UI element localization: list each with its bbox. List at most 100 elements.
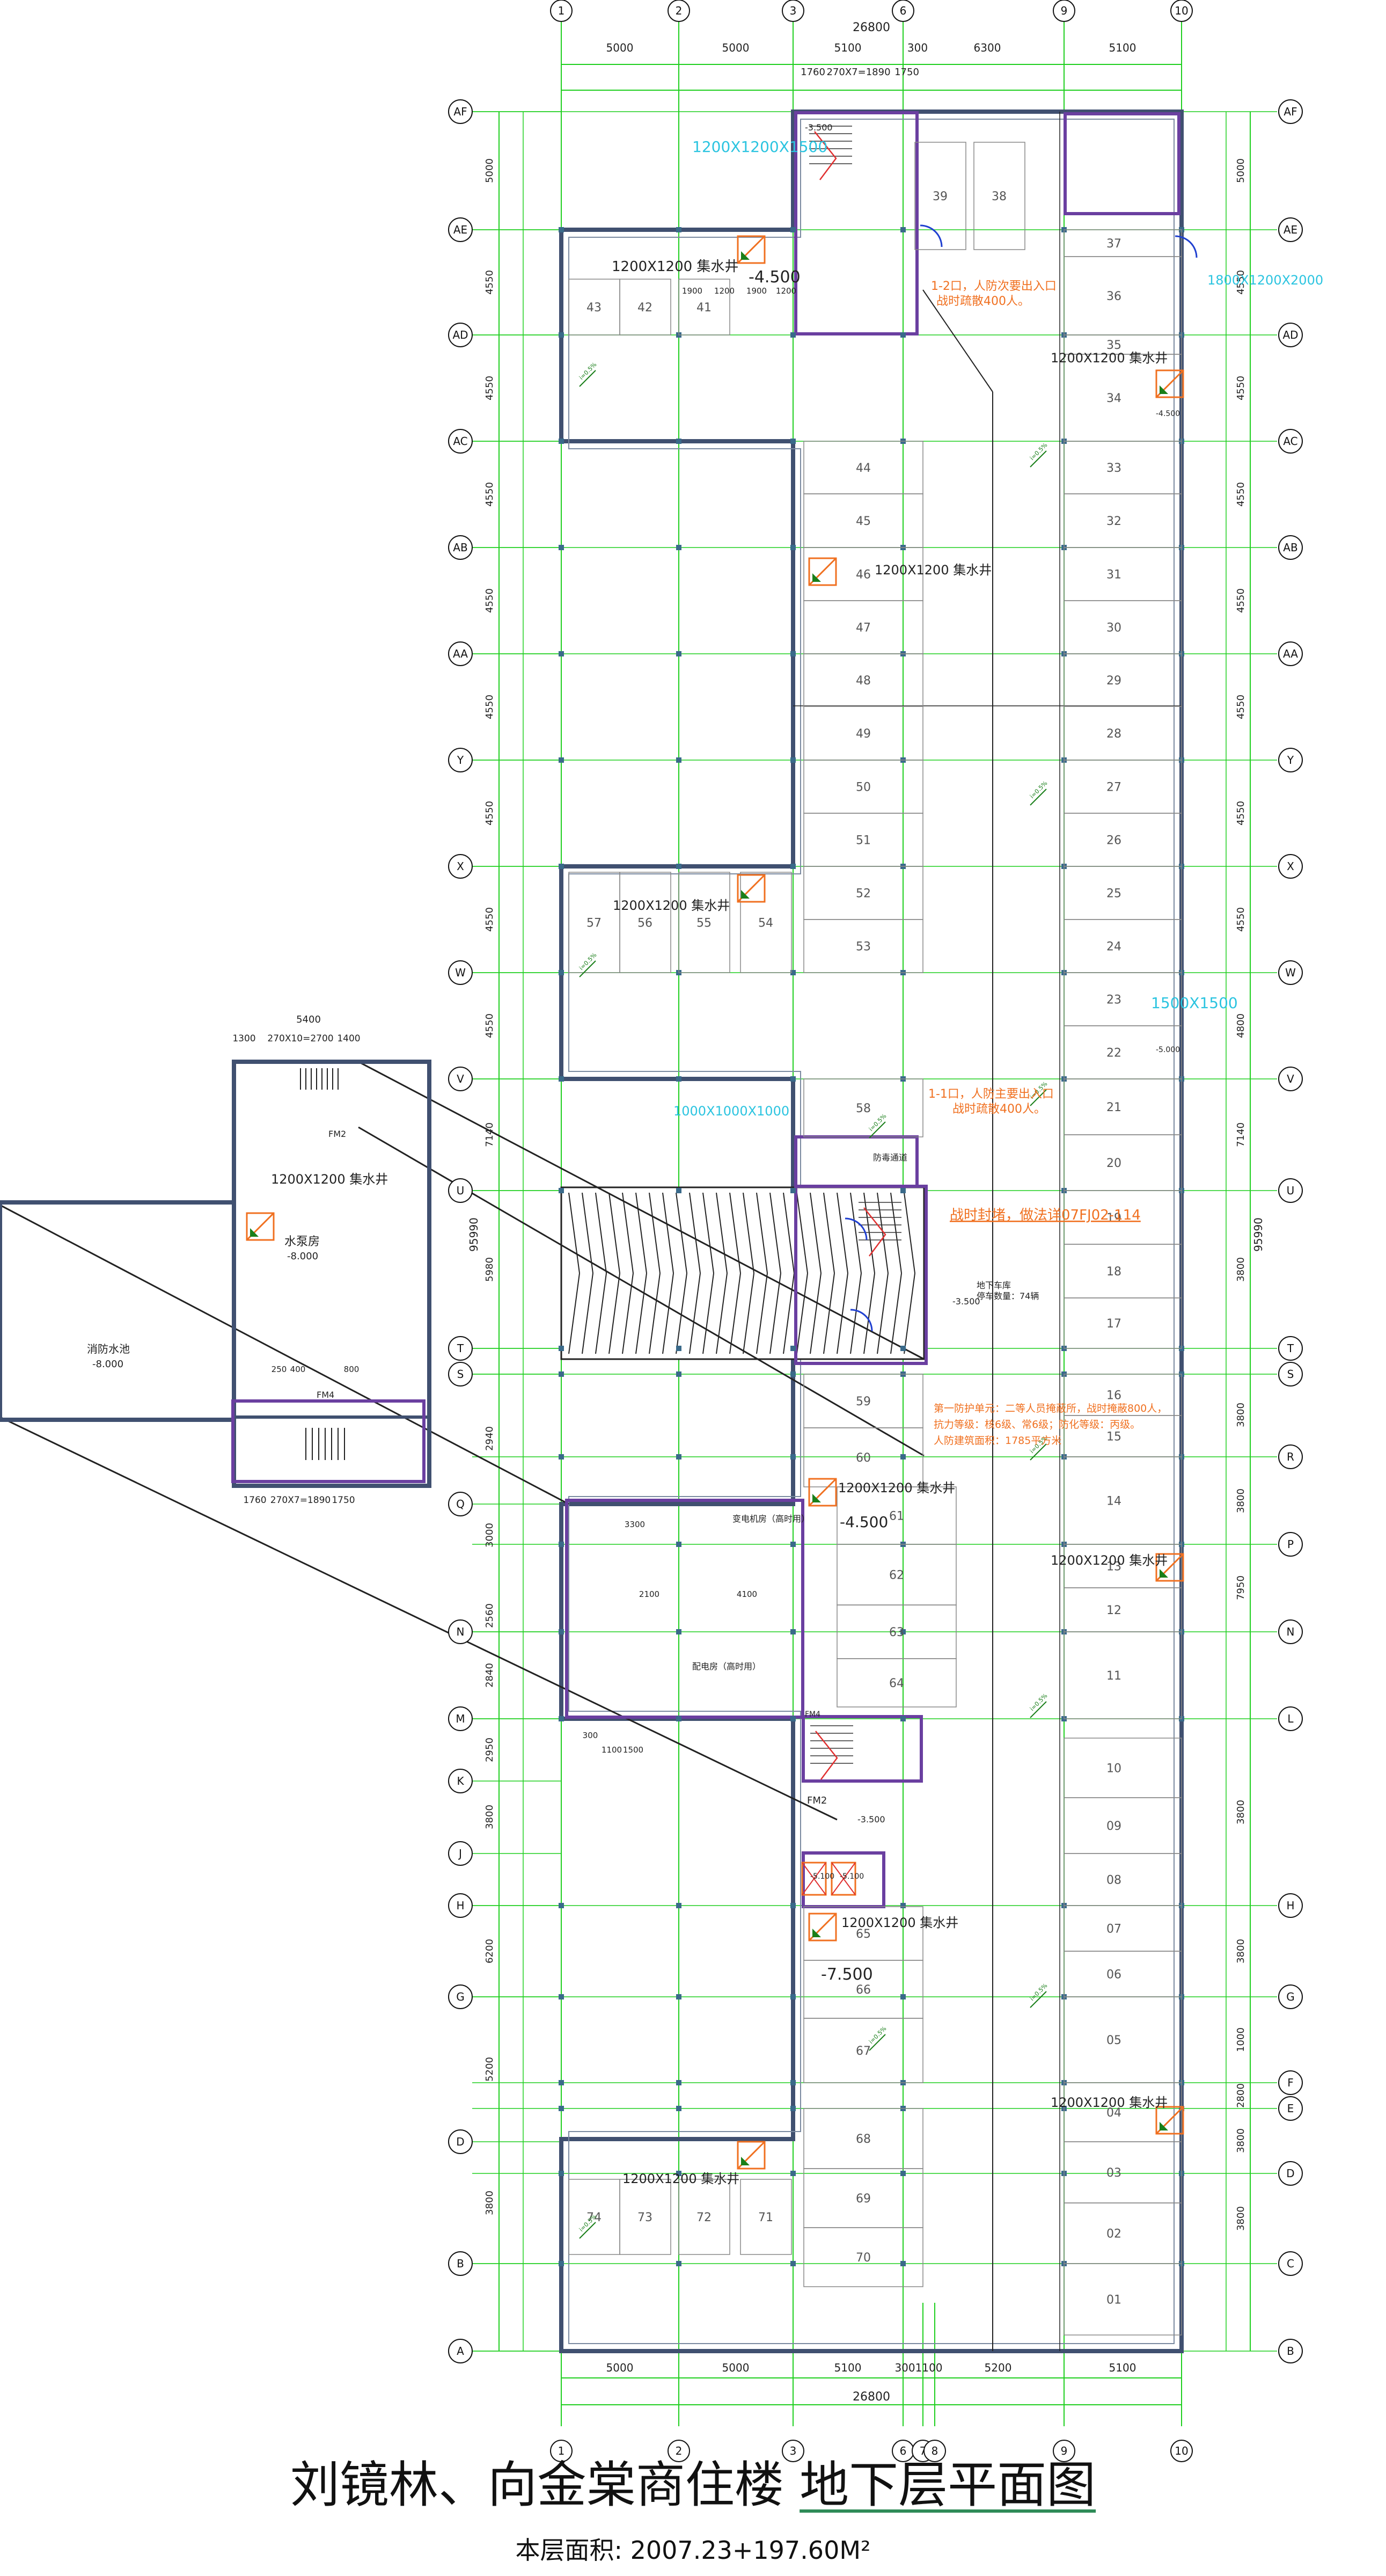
plan-label: 地下车库 <box>977 1280 1011 1290</box>
parking-stall <box>1064 229 1182 257</box>
dim-right-span: 3800 <box>1235 1488 1246 1513</box>
axis-bubble <box>1278 535 1303 560</box>
structural-column <box>559 1371 564 1377</box>
axis-label: U <box>457 1184 465 1197</box>
structural-column <box>559 1716 564 1721</box>
annex-dim: 270X10=2700 <box>267 1033 333 1044</box>
axis-label: X <box>1287 860 1294 873</box>
dim-bottom-span: 5000 <box>722 2361 750 2374</box>
dim-right-span: 3800 <box>1235 1257 1246 1282</box>
parking-number: 72 <box>696 2211 712 2224</box>
ramp-step <box>662 1273 674 1354</box>
parking-stall <box>1064 919 1182 973</box>
structural-column <box>900 1188 906 1193</box>
ramp-step <box>568 1192 580 1274</box>
shelter-partition <box>231 1399 426 1483</box>
axis-label: AA <box>453 647 468 660</box>
structural-column <box>790 1454 796 1460</box>
sump-arrow-icon <box>250 1228 259 1237</box>
dim-left-span: 2940 <box>484 1426 495 1451</box>
structural-column <box>676 1994 681 1999</box>
axis-label: 9 <box>1061 2444 1068 2457</box>
axis-bubble <box>448 2129 473 2154</box>
dim-right-span: 3800 <box>1235 1403 1246 1427</box>
small-dim: 1100 <box>602 1745 622 1755</box>
small-dim: 1200 <box>714 286 735 296</box>
small-dim: 250 <box>272 1364 287 1374</box>
plan-label: -4.500 <box>840 1513 888 1531</box>
axis-bubble <box>448 1336 473 1361</box>
parking-stall <box>740 2179 792 2255</box>
parking-number: 32 <box>1106 515 1121 528</box>
ramp-step <box>877 1192 889 1274</box>
ramp-step <box>877 1273 889 1354</box>
structural-column <box>790 227 796 232</box>
structural-column <box>676 1454 681 1460</box>
ramp-step <box>608 1192 620 1274</box>
ramp-step <box>662 1192 674 1274</box>
ramp-step <box>689 1273 701 1354</box>
parking-number: 46 <box>856 568 871 582</box>
parking-number: 58 <box>856 1102 871 1115</box>
axis-bubble <box>448 1492 473 1516</box>
axis-bubble <box>1278 748 1303 772</box>
ramp-step <box>689 1192 701 1274</box>
parking-number: 21 <box>1106 1101 1121 1114</box>
dim-left-span: 7140 <box>484 1122 495 1147</box>
parking-stall <box>803 2018 923 2083</box>
structural-column <box>900 1454 906 1460</box>
structural-column <box>559 439 564 444</box>
axis-bubble <box>1278 99 1303 124</box>
parking-number: 74 <box>586 2211 602 2224</box>
axis-bubble <box>448 2251 473 2276</box>
parking-number: 08 <box>1106 1874 1121 1887</box>
structural-column <box>790 970 796 975</box>
axis-label: AD <box>452 329 468 341</box>
axis-bubble <box>448 1769 473 1793</box>
dim-right-span: 4550 <box>1235 270 1246 295</box>
parking-number: 23 <box>1106 994 1121 1007</box>
parking-number: 43 <box>586 301 602 315</box>
exit-note: 1-1口，人防主要出入口 <box>928 1088 1054 1101</box>
small-dim: 1900 <box>746 286 767 296</box>
inner-wall <box>568 119 1175 2344</box>
structural-column <box>900 332 906 338</box>
dim-right-span: 4550 <box>1235 801 1246 826</box>
dim-left-span: 3000 <box>484 1523 495 1548</box>
title-main: 刘镜林、向金棠商住楼 <box>290 2456 784 2514</box>
ramp-step <box>729 1192 741 1274</box>
axis-bubble <box>782 0 804 22</box>
ramp-step <box>904 1273 915 1354</box>
structural-column <box>900 227 906 232</box>
defense-note: 抗力等级：核6级、常6级；防化等级：丙级。 <box>934 1419 1140 1431</box>
parking-number: 62 <box>889 1569 904 1582</box>
evacuation-arrow-icon <box>863 1207 886 1257</box>
parking-number: 04 <box>1106 2106 1121 2120</box>
dim-top-detail: 270X7=1890 <box>826 67 890 78</box>
parking-number: 66 <box>856 1983 871 1997</box>
dim-total-right: 95990 <box>1252 1217 1265 1252</box>
shelter-partition <box>565 1499 804 1719</box>
axis-bubble <box>448 2339 473 2363</box>
axis-bubble <box>1278 2096 1303 2121</box>
structural-column <box>790 651 796 656</box>
structural-column <box>790 545 796 550</box>
axis-label: N <box>1287 1625 1295 1638</box>
structural-column <box>559 332 564 338</box>
structural-column <box>559 545 564 550</box>
parking-stall <box>1064 1631 1182 1719</box>
sump-pit-icon <box>737 2141 766 2170</box>
structural-column <box>559 2106 564 2111</box>
structural-column <box>676 545 681 550</box>
dim-bottom-span: 5000 <box>606 2361 634 2374</box>
parking-stall <box>1064 1587 1182 1632</box>
axis-bubble <box>1278 1893 1303 1918</box>
ramp-step <box>756 1273 768 1354</box>
structural-column <box>790 1629 796 1634</box>
plan-label: -5.100 <box>840 1872 864 1881</box>
axis-bubble <box>1278 1706 1303 1731</box>
structural-column <box>790 1346 796 1351</box>
dim-left-span: 5980 <box>484 1257 495 1282</box>
